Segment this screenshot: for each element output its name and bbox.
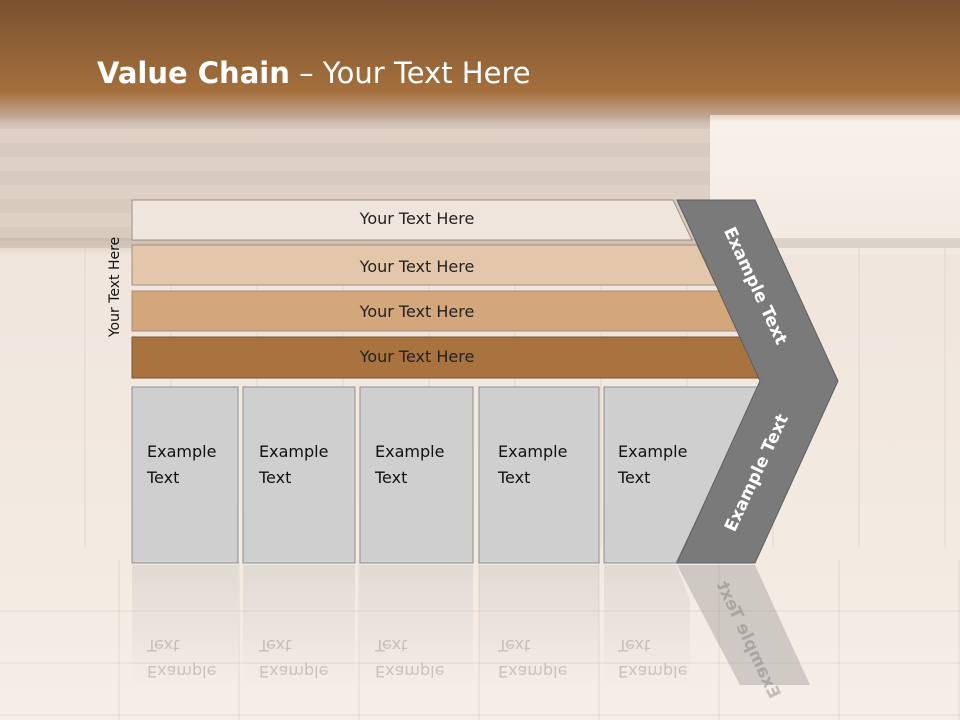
- title-bold: Value Chain: [97, 56, 290, 90]
- box-4-line1: Example: [498, 442, 568, 461]
- bar-4-label: Your Text Here: [359, 347, 475, 366]
- box-1-refl-line2: Text: [147, 636, 180, 655]
- box-3-refl-line1: Example: [375, 662, 445, 681]
- bar-1-label: Your Text Here: [359, 209, 475, 228]
- box-2-reflection: [243, 565, 355, 685]
- box-3-reflection: [360, 565, 473, 685]
- box-1-label: Example Text: [147, 439, 216, 491]
- slide-title[interactable]: Value Chain – Your Text Here: [97, 56, 531, 90]
- box-2-reflection-text: Example Text: [259, 632, 328, 684]
- box-5-refl-line1: Example: [618, 662, 688, 681]
- box-1-line2: Text: [147, 468, 180, 487]
- box-1-refl-line1: Example: [147, 662, 217, 681]
- box-2[interactable]: [242, 386, 356, 564]
- chevron-reflection: [677, 565, 810, 685]
- bar-3-label: Your Text Here: [359, 302, 475, 321]
- box-2-refl-line1: Example: [259, 662, 329, 681]
- box-5-line1: Example: [618, 442, 688, 461]
- box-3-reflection-text: Example Text: [375, 632, 444, 684]
- title-rest: – Your Text Here: [289, 56, 531, 90]
- box-4-reflection: [479, 565, 599, 685]
- box-3[interactable]: [359, 386, 474, 564]
- background-counter: [0, 238, 960, 248]
- box-5-reflection-text: Example Text: [618, 632, 687, 684]
- header-band: [0, 0, 960, 122]
- box-5-label: Example Text: [618, 439, 687, 491]
- box-5[interactable]: [603, 386, 761, 564]
- box-4-refl-line2: Text: [498, 636, 531, 655]
- box-4[interactable]: [478, 386, 600, 564]
- box-3-refl-line2: Text: [375, 636, 408, 655]
- box-5-refl-line2: Text: [618, 636, 651, 655]
- box-5-reflection: [604, 565, 690, 685]
- box-5-line2: Text: [618, 468, 651, 487]
- box-1[interactable]: [131, 386, 239, 564]
- box-3-line1: Example: [375, 442, 445, 461]
- box-4-refl-line1: Example: [498, 662, 568, 681]
- box-1-line1: Example: [147, 442, 217, 461]
- box-2-refl-line2: Text: [259, 636, 292, 655]
- chevron-arrow[interactable]: [676, 199, 839, 564]
- box-2-label: Example Text: [259, 439, 328, 491]
- box-4-label: Example Text: [498, 439, 567, 491]
- box-3-line2: Text: [375, 468, 408, 487]
- box-1-reflection: [132, 565, 238, 685]
- bar-2-label: Your Text Here: [359, 257, 475, 276]
- box-4-line2: Text: [498, 468, 531, 487]
- box-3-label: Example Text: [375, 439, 444, 491]
- bar-1[interactable]: [131, 199, 693, 241]
- box-1-reflection-text: Example Text: [147, 632, 216, 684]
- box-2-line2: Text: [259, 468, 292, 487]
- box-2-line1: Example: [259, 442, 329, 461]
- box-4-reflection-text: Example Text: [498, 632, 567, 684]
